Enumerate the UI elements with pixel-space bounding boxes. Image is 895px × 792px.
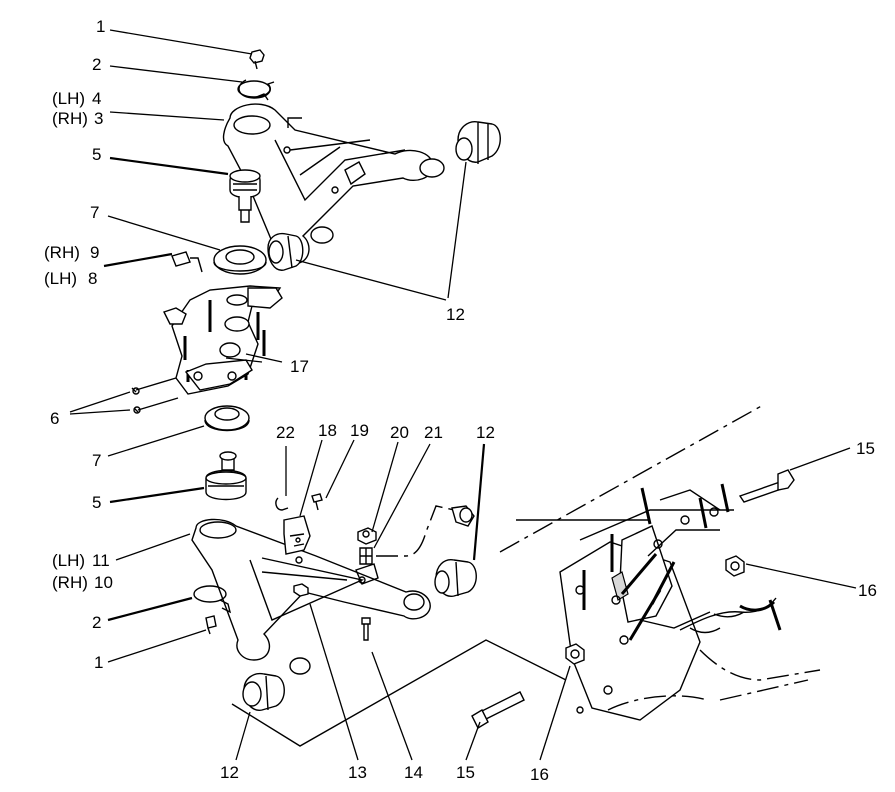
callout-3-rh-prefix: (RH) <box>52 109 88 128</box>
ball-joint-5-bottom <box>205 451 247 501</box>
callout-16-bottom: 16 <box>530 765 549 784</box>
callout-9: 9 <box>90 243 99 262</box>
sensor-cable <box>376 505 475 557</box>
bracket-18 <box>283 515 311 555</box>
callout-8-lh-prefix: (LH) <box>44 269 77 288</box>
snap-ring-2-bottom <box>193 585 232 614</box>
bolt-1-top <box>249 49 265 70</box>
screw-19 <box>311 493 323 511</box>
callout-4: 4 <box>92 89 101 108</box>
snap-ring-2-top <box>237 79 275 101</box>
callout-2-top: 2 <box>92 55 101 74</box>
nut-16-right <box>725 555 745 577</box>
bolt-14 <box>361 617 371 641</box>
ball-joint-5-top <box>229 169 261 223</box>
callout-3: 3 <box>94 109 103 128</box>
bolt-1-bottom <box>205 615 217 635</box>
steering-knuckle <box>163 285 283 395</box>
bushing-12-middle <box>267 232 304 271</box>
callout-2-bottom: 2 <box>92 613 101 632</box>
callout-8: 8 <box>88 269 97 288</box>
callout-19: 19 <box>350 421 369 440</box>
callout-11: 11 <box>92 551 110 570</box>
clip-22 <box>275 497 289 511</box>
bolt-15-bottom <box>471 691 525 729</box>
grease-fitting-8-9 <box>171 251 203 273</box>
upper-control-arm <box>222 103 445 265</box>
bushing-12-bottom <box>242 672 285 711</box>
callout-11-lh-prefix: (LH) <box>52 551 85 570</box>
callout-13: 13 <box>348 763 367 782</box>
leader-lines <box>69 29 857 761</box>
callout-15-right: 15 <box>856 439 875 458</box>
callout-12-right: 12 <box>476 423 495 442</box>
bolts-6 <box>131 377 179 414</box>
callout-14: 14 <box>404 763 423 782</box>
bushing-12-lower-right <box>434 559 477 597</box>
nut-20 <box>357 527 377 545</box>
callout-12-bottom: 12 <box>220 763 239 782</box>
callout-1-bottom: 1 <box>94 653 103 672</box>
callout-18: 18 <box>318 421 337 440</box>
callout-5-bottom: 5 <box>92 493 101 512</box>
seal-7-top <box>213 245 267 275</box>
callout-6: 6 <box>50 409 59 428</box>
callout-12-top: 12 <box>446 305 465 324</box>
spacer-21 <box>359 547 373 565</box>
bushing-12-top-right <box>455 121 501 164</box>
callout-7-top: 7 <box>90 203 99 222</box>
seal-7-bottom <box>204 405 250 432</box>
callout-7-bottom: 7 <box>92 451 101 470</box>
nut-13 <box>293 583 309 597</box>
callout-15-bottom: 15 <box>456 763 475 782</box>
callout-1-top: 1 <box>96 17 105 36</box>
callout-20: 20 <box>390 423 409 442</box>
callout-10-rh-prefix: (RH) <box>52 573 88 592</box>
callout-10: 10 <box>94 573 113 592</box>
vehicle-frame <box>499 403 821 721</box>
callout-9-rh-prefix: (RH) <box>44 243 80 262</box>
nut-16-bottom <box>565 643 585 665</box>
bolt-15-right <box>738 469 795 503</box>
callout-4-lh-prefix: (LH) <box>52 89 85 108</box>
lower-control-arm <box>191 518 431 675</box>
callout-21: 21 <box>424 423 443 442</box>
callout-5-top: 5 <box>92 145 101 164</box>
callout-16-right: 16 <box>858 581 877 600</box>
reference-plane <box>231 639 567 747</box>
callout-22: 22 <box>276 423 295 442</box>
callout-17: 17 <box>290 357 309 376</box>
